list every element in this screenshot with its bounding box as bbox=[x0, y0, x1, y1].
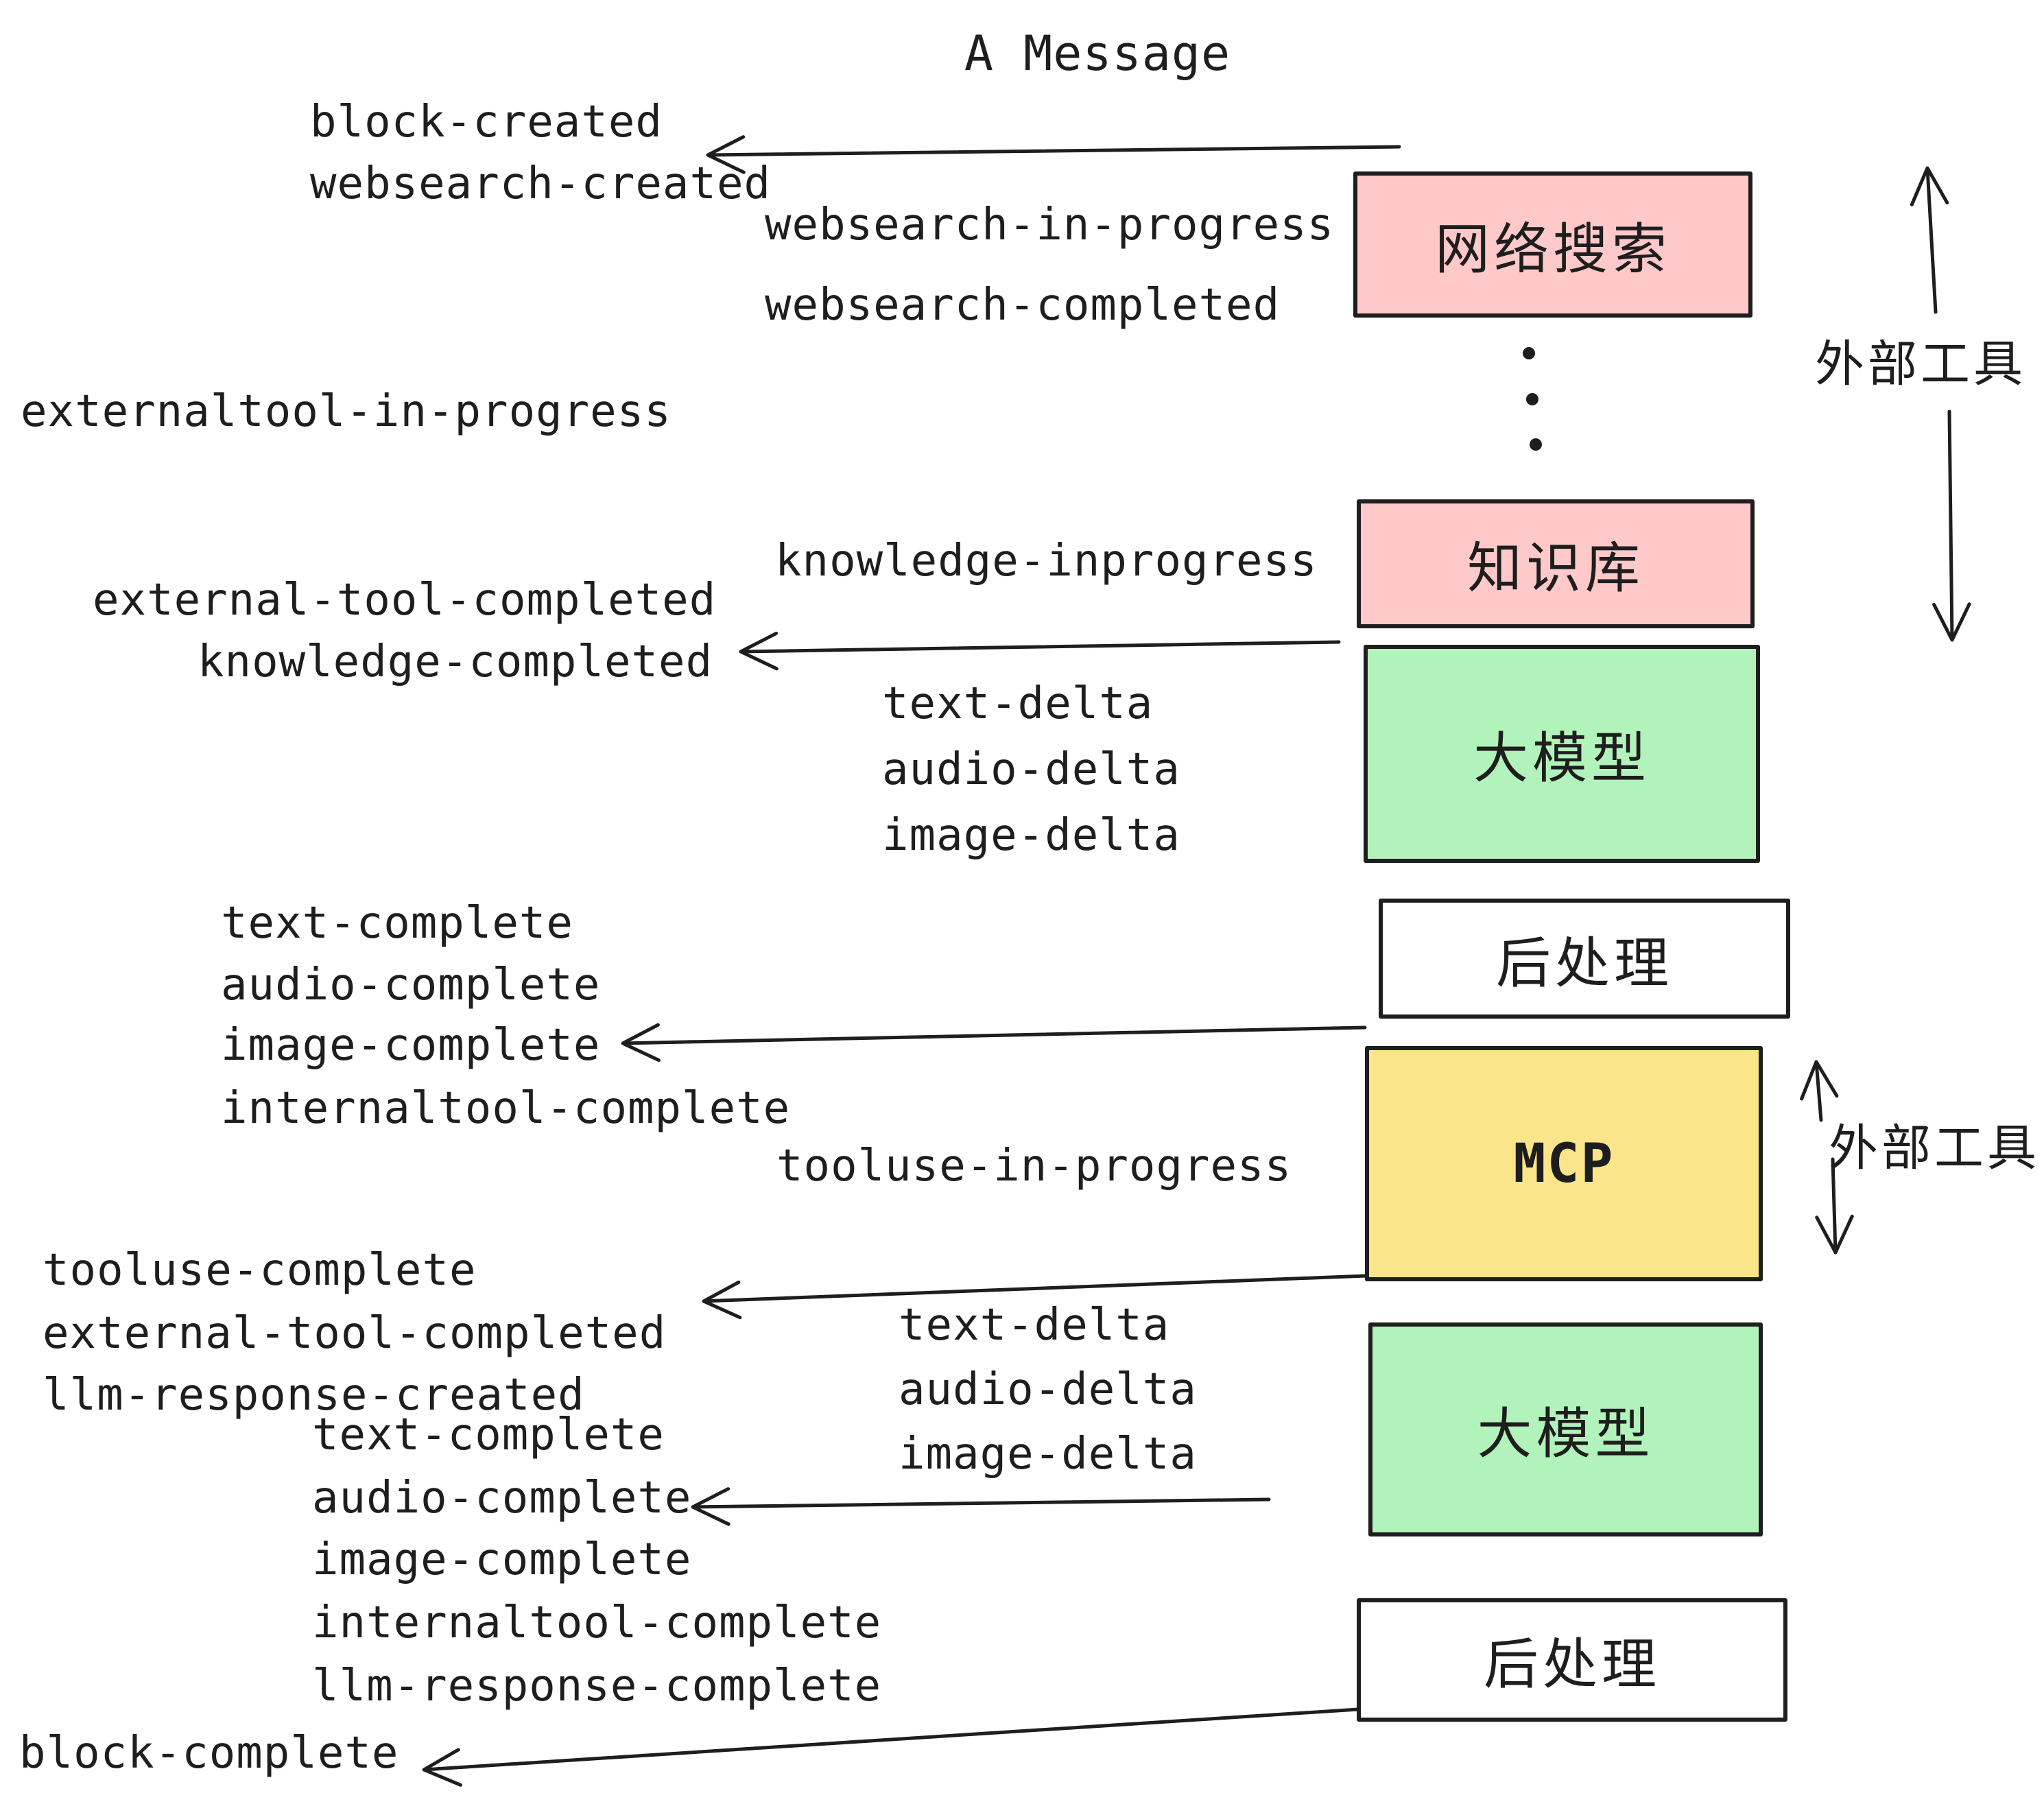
event-audio-delta-2: audio-delta bbox=[899, 1364, 1197, 1415]
event-image-delta-2: image-delta bbox=[899, 1429, 1197, 1480]
arrow-to-block-created bbox=[706, 135, 1401, 174]
postprocess-box-2-label: 后处理 bbox=[1484, 1634, 1661, 1695]
arrow-to-image-complete bbox=[621, 1023, 1367, 1063]
event-block-complete: block-complete bbox=[19, 1728, 399, 1779]
ellipsis-dot-1 bbox=[1523, 347, 1535, 359]
event-text-complete-2: text-complete bbox=[312, 1410, 665, 1460]
arrow-to-audio-complete bbox=[691, 1487, 1271, 1526]
websearch-box-label: 网络搜索 bbox=[1435, 218, 1671, 280]
external-tools-label-1: 外部工具 bbox=[1814, 337, 2027, 392]
ellipsis-dot-3 bbox=[1530, 438, 1542, 451]
event-websearch-in-progress: websearch-in-progress bbox=[765, 200, 1335, 250]
llm-box-1: 大模型 bbox=[1364, 645, 1760, 863]
event-external-tool-completed-2: external-tool-completed bbox=[43, 1308, 667, 1359]
event-external-tool-completed-1: external-tool-completed bbox=[93, 575, 717, 626]
event-tooluse-in-progress: tooluse-in-progress bbox=[776, 1141, 1292, 1191]
knowledge-box-label: 知识库 bbox=[1467, 538, 1644, 599]
event-websearch-created: websearch-created bbox=[310, 158, 772, 209]
websearch-box: 网络搜索 bbox=[1353, 171, 1752, 318]
llm-box-2: 大模型 bbox=[1368, 1322, 1763, 1536]
event-text-complete-1: text-complete bbox=[221, 898, 573, 949]
postprocess-box-1-label: 后处理 bbox=[1496, 932, 1673, 994]
event-audio-complete-1: audio-complete bbox=[221, 960, 601, 1010]
arrow-to-knowledge-completed bbox=[739, 631, 1341, 671]
event-internaltool-complete-1: internaltool-complete bbox=[221, 1083, 791, 1134]
external-tools-arrow-up-1 bbox=[1910, 166, 1949, 314]
mcp-box: MCP bbox=[1365, 1046, 1763, 1281]
event-knowledge-completed: knowledge-completed bbox=[198, 637, 713, 687]
event-text-delta-1: text-delta bbox=[882, 678, 1154, 729]
event-image-complete-1: image-complete bbox=[221, 1020, 601, 1071]
event-block-created: block-created bbox=[310, 97, 663, 147]
external-tools-label-2: 外部工具 bbox=[1828, 1121, 2041, 1176]
event-llm-response-created: llm-response-created bbox=[43, 1370, 585, 1421]
event-image-complete-2: image-complete bbox=[312, 1534, 692, 1585]
external-tools-arrow-down-1 bbox=[1932, 410, 1971, 642]
event-llm-response-complete: llm-response-complete bbox=[312, 1661, 882, 1711]
postprocess-box-1: 后处理 bbox=[1379, 899, 1790, 1019]
event-knowledge-inprogress: knowledge-inprogress bbox=[775, 536, 1318, 586]
event-audio-delta-1: audio-delta bbox=[882, 744, 1180, 795]
llm-box-2-label: 大模型 bbox=[1477, 1403, 1654, 1464]
event-tooluse-complete: tooluse-complete bbox=[43, 1245, 477, 1296]
event-image-delta-1: image-delta bbox=[882, 810, 1180, 861]
diagram-title: A Message bbox=[964, 25, 1231, 82]
ellipsis-dot-2 bbox=[1526, 393, 1538, 405]
mcp-box-label: MCP bbox=[1513, 1132, 1615, 1195]
event-websearch-completed: websearch-completed bbox=[765, 280, 1281, 331]
arrow-to-block-complete bbox=[422, 1707, 1360, 1787]
event-text-delta-2: text-delta bbox=[899, 1300, 1170, 1351]
postprocess-box-2: 后处理 bbox=[1357, 1598, 1787, 1722]
knowledge-box: 知识库 bbox=[1357, 499, 1755, 628]
llm-box-1-label: 大模型 bbox=[1473, 728, 1650, 789]
event-audio-complete-2: audio-complete bbox=[312, 1473, 692, 1523]
event-externaltool-in-progress: externaltool-in-progress bbox=[21, 386, 672, 437]
event-internaltool-complete-2: internaltool-complete bbox=[312, 1598, 882, 1648]
